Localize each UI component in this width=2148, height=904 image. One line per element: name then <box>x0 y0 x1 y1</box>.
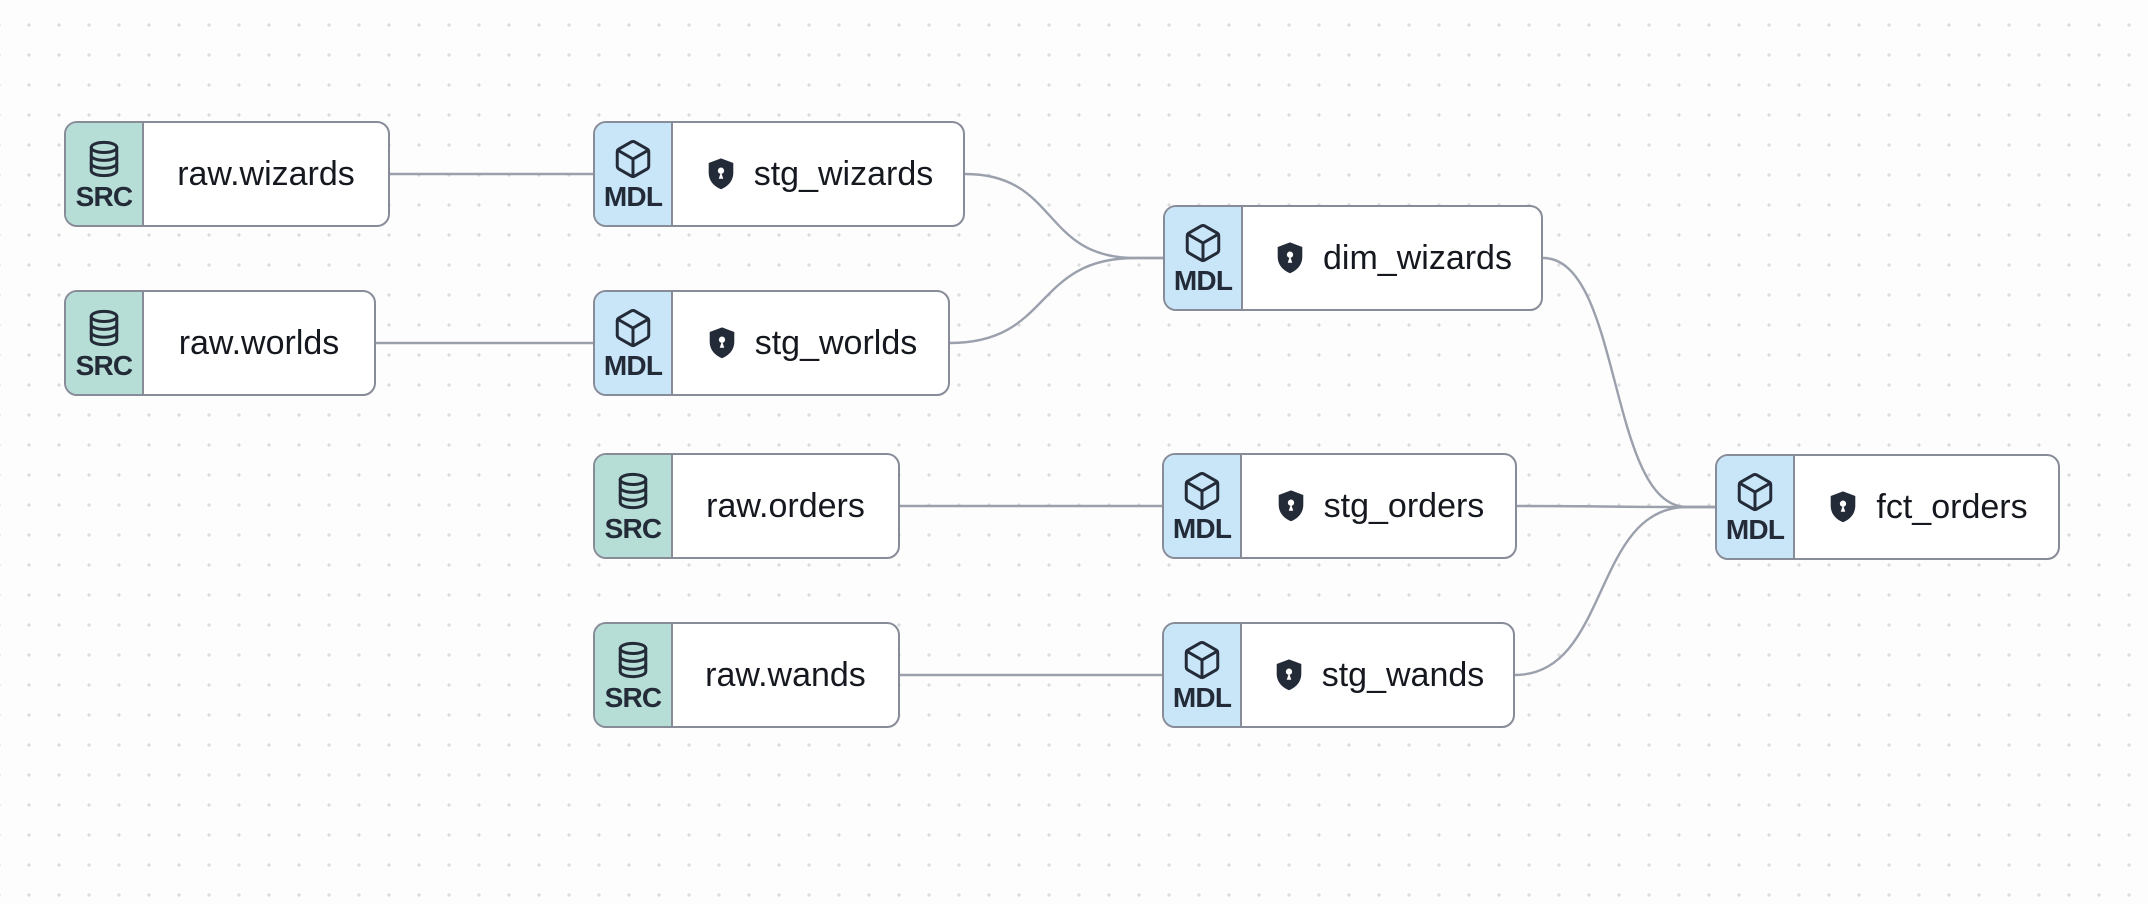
node-fct_orders[interactable]: MDL fct_orders <box>1715 454 2060 560</box>
node-label: stg_orders <box>1323 486 1485 525</box>
node-label: fct_orders <box>1876 487 2028 526</box>
node-type-badge: SRC <box>66 123 144 225</box>
shield-lock-icon <box>704 325 740 361</box>
edge-stg_wizards-dim_wizards <box>963 172 1165 260</box>
node-type-label: SRC <box>604 681 663 713</box>
node-label: raw.wands <box>705 655 866 694</box>
node-body: stg_worlds <box>673 292 948 394</box>
node-stg_wizards[interactable]: MDL stg_wizards <box>593 121 965 227</box>
shield-lock-icon <box>703 156 739 192</box>
shield-lock-icon <box>1825 489 1861 525</box>
node-type-label: MDL <box>603 349 663 381</box>
node-body: stg_wizards <box>673 123 963 225</box>
shield-lock-icon <box>1271 657 1307 693</box>
cube-icon <box>1181 470 1223 512</box>
node-stg_wands[interactable]: MDL stg_wands <box>1162 622 1515 728</box>
database-icon <box>612 470 654 512</box>
database-icon <box>83 138 125 180</box>
node-stg_worlds[interactable]: MDL stg_worlds <box>593 290 950 396</box>
node-type-label: MDL <box>1173 264 1233 296</box>
node-label: stg_worlds <box>754 323 918 362</box>
shield-lock-icon <box>1272 240 1308 276</box>
node-dim_wizards[interactable]: MDL dim_wizards <box>1163 205 1543 311</box>
node-type-label: MDL <box>1172 512 1232 544</box>
edge-stg_wands-fct_orders <box>1513 505 1717 677</box>
node-type-label: MDL <box>1172 681 1232 713</box>
shield-lock-icon <box>1273 488 1309 524</box>
node-type-label: MDL <box>1725 513 1785 545</box>
node-type-label: SRC <box>75 349 134 381</box>
node-raw_orders[interactable]: SRC raw.orders <box>593 453 900 559</box>
database-icon <box>83 307 125 349</box>
node-label: dim_wizards <box>1323 238 1512 277</box>
edge-stg_worlds-dim_wizards <box>948 256 1165 345</box>
node-raw_wizards[interactable]: SRC raw.wizards <box>64 121 390 227</box>
node-stg_orders[interactable]: MDL stg_orders <box>1162 453 1517 559</box>
node-label: raw.worlds <box>178 323 340 362</box>
node-type-badge: MDL <box>1164 624 1242 726</box>
cube-icon <box>612 138 654 180</box>
node-label: raw.orders <box>706 486 865 525</box>
cube-icon <box>1734 471 1776 513</box>
node-type-badge: SRC <box>595 455 673 557</box>
node-type-badge: MDL <box>1164 455 1242 557</box>
database-icon <box>612 639 654 681</box>
node-type-badge: MDL <box>1165 207 1243 309</box>
edge-stg_orders-fct_orders <box>1515 504 1717 509</box>
node-type-label: MDL <box>603 180 663 212</box>
node-type-badge: MDL <box>595 123 673 225</box>
node-type-badge: SRC <box>595 624 673 726</box>
node-type-label: SRC <box>604 512 663 544</box>
node-raw_worlds[interactable]: SRC raw.worlds <box>64 290 376 396</box>
node-body: fct_orders <box>1795 456 2058 558</box>
node-body: raw.orders <box>673 455 898 557</box>
edge-dim_wizards-fct_orders <box>1541 256 1717 509</box>
node-type-label: SRC <box>75 180 134 212</box>
cube-icon <box>1181 639 1223 681</box>
node-type-badge: MDL <box>1717 456 1795 558</box>
node-label: raw.wizards <box>177 154 355 193</box>
node-type-badge: MDL <box>595 292 673 394</box>
cube-icon <box>612 307 654 349</box>
node-raw_wands[interactable]: SRC raw.wands <box>593 622 900 728</box>
node-body: raw.wands <box>673 624 898 726</box>
node-body: dim_wizards <box>1243 207 1541 309</box>
node-label: stg_wizards <box>753 154 934 193</box>
node-body: stg_wands <box>1242 624 1513 726</box>
node-body: raw.wizards <box>144 123 388 225</box>
node-label: stg_wands <box>1321 655 1485 694</box>
node-type-badge: SRC <box>66 292 144 394</box>
node-body: raw.worlds <box>144 292 374 394</box>
cube-icon <box>1182 222 1224 264</box>
node-body: stg_orders <box>1242 455 1515 557</box>
